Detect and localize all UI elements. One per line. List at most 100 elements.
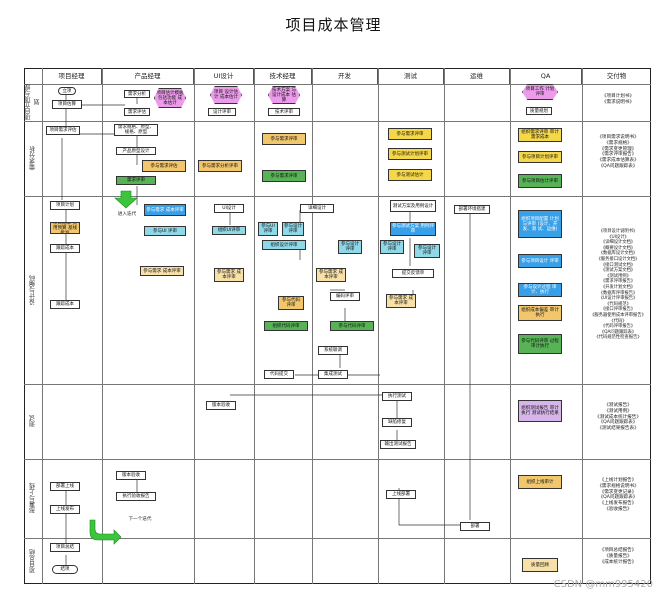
- project-plan-box[interactable]: 项目计划: [50, 201, 80, 210]
- test-plan-review[interactable]: 参与测试计划评审: [388, 148, 432, 160]
- pm-estimate-template[interactable]: 项目估计模板 包括功能 成本估计: [154, 88, 186, 108]
- ui-design-box[interactable]: UI设计: [214, 204, 244, 213]
- ui-join-req-review[interactable]: 参与需求分析评审: [198, 160, 242, 172]
- project-estimate-box[interactable]: 项目估算: [52, 100, 82, 109]
- qa-quality-review[interactable]: 质量回顾: [522, 558, 558, 572]
- rollout-box[interactable]: 部署: [460, 522, 490, 531]
- qa-design-audit[interactable]: 参与设计过程 审计、执行: [518, 283, 562, 297]
- req-spec-prototype[interactable]: 需求规格、原型、 规格、原型: [114, 124, 158, 136]
- lane-divider: [510, 68, 511, 584]
- integration-box[interactable]: 集成测试: [318, 370, 348, 379]
- ui-cost-review[interactable]: 参与需求 成本评审: [214, 268, 244, 282]
- test-check-box[interactable]: 版本验收: [206, 401, 236, 410]
- enter-iteration-label: 进入迭代: [117, 212, 137, 217]
- lane-divider: [312, 68, 313, 584]
- coding-review-box[interactable]: 编码评审: [330, 292, 360, 301]
- ui-estimate-box[interactable]: 项目 设计估计 成本估计: [210, 86, 242, 104]
- phase-divider: [24, 538, 651, 539]
- deploy-launch-box[interactable]: 部署上线: [50, 482, 80, 491]
- ops-env-box[interactable]: 部署环境搭建: [454, 205, 490, 214]
- dev-cost-review[interactable]: 参与需求 成本评审: [316, 268, 346, 282]
- tech-join-ui-review[interactable]: 参与UI 评审: [258, 222, 278, 236]
- qa-req-review[interactable]: 组织需求评审 审计需求成本: [518, 128, 562, 142]
- deliverables-planning: 《项目计划书》 《需求说明书》: [601, 94, 635, 105]
- watermark: CSDN @mm995420: [553, 579, 653, 590]
- code-submit-box[interactable]: 代码提交: [264, 370, 294, 379]
- qa-design-review[interactable]: 参与项目设计 评审: [518, 254, 562, 268]
- test-case-review[interactable]: 参与测试方案 用例评审: [390, 222, 436, 236]
- lane-divider: [194, 68, 195, 584]
- lane-divider: [378, 68, 379, 584]
- deploy-online-box[interactable]: 上线部署: [386, 490, 416, 499]
- prog-code-review[interactable]: 参与代码 评审: [278, 296, 304, 310]
- qa-config-plan[interactable]: 组织项目配置 计划与评审 (设计、开发、测 试、运维): [518, 210, 562, 238]
- col-header-qa: QA: [510, 68, 582, 84]
- next-iteration-label: 下一个迭代: [128, 517, 152, 522]
- project-summary-box[interactable]: 项目总结: [50, 543, 80, 552]
- qa-online-audit[interactable]: 组织上线审计: [518, 475, 562, 489]
- col-header-ops: 运维: [444, 68, 510, 84]
- qa-code-audit[interactable]: 参与代码评审 过程审计执行: [518, 334, 562, 354]
- qa-plan-join[interactable]: 参与项目计划评审: [518, 151, 562, 163]
- product-join-review-1[interactable]: 参与需求 成本评审: [144, 204, 186, 216]
- product-cost-review[interactable]: 参与需求 成本评审: [140, 266, 184, 276]
- test-cost-review[interactable]: 参与需求 成本评审: [386, 294, 416, 308]
- track-cost-box[interactable]: 跟踪成本: [50, 244, 80, 253]
- col-header-ui: UI设计: [194, 68, 254, 84]
- product-prototype[interactable]: 产品原型设计: [116, 147, 156, 155]
- test-design-box[interactable]: 测试方案及用例设计: [390, 200, 436, 212]
- tech-join-arch-review[interactable]: 参与设计 评审: [282, 222, 304, 236]
- qa-quality-plan[interactable]: 质量规划: [526, 107, 552, 115]
- lane-divider: [42, 68, 43, 584]
- detail-design-box[interactable]: 详细设计: [300, 204, 334, 213]
- product-join-estimate[interactable]: 参与需求评估: [142, 160, 186, 172]
- qa-test-audit[interactable]: 组织测试报告 审计执行 测试执行结果: [518, 400, 562, 422]
- end-node[interactable]: 结项: [52, 565, 78, 574]
- req-analysis-box[interactable]: 需求分析: [124, 90, 150, 98]
- test-feedback-box[interactable]: 提交反馈单: [392, 269, 434, 278]
- lane-divider: [102, 68, 103, 584]
- req-evaluation-box[interactable]: 需求评估: [124, 108, 150, 116]
- exec-test-box[interactable]: 执行测试: [382, 392, 412, 401]
- deliverables-testing: 《测试报告》 《测试用例》 《测试成本统计报告》 《QA问题跟踪表》 《测试结果…: [595, 403, 641, 432]
- cost-baseline-box[interactable]: 项目成本 费用预算 基线批准: [50, 222, 80, 234]
- phase-divider: [24, 384, 651, 385]
- dev-join-code-review[interactable]: 参与代码评审: [330, 321, 374, 331]
- bug-fix-box[interactable]: 缺陷修复: [382, 418, 412, 427]
- cost-track-box-2[interactable]: 跟踪成本: [50, 300, 80, 309]
- test-join-design-2[interactable]: 参与设计 评审: [414, 244, 440, 258]
- product-req-review[interactable]: 需求评审: [116, 176, 156, 185]
- test-estimate[interactable]: 参与测试估计: [388, 169, 432, 181]
- project-req-eval[interactable]: 项目需求评估: [46, 126, 80, 135]
- tech-req-review[interactable]: 参与需求评审: [262, 170, 306, 182]
- tech-estimate-box[interactable]: 技术方案 与设计成本 估算: [268, 86, 300, 104]
- col-header-product: 产品经理: [102, 68, 194, 84]
- qa-plan-review[interactable]: 项目工作 计划评审: [522, 84, 558, 100]
- ui-design-review-box[interactable]: 设计评审: [208, 108, 236, 116]
- tech-join-req-review[interactable]: 参与需求评审: [262, 133, 306, 145]
- tech-organize-review[interactable]: 组织设计评审: [262, 240, 306, 250]
- enter-iteration-arrow: [114, 190, 138, 209]
- test-report-box[interactable]: 输出测试报告: [380, 440, 416, 449]
- qa-cost-deviation[interactable]: 组织成本偏差 审计执行: [518, 305, 562, 321]
- online-release-box[interactable]: 上线发布: [50, 505, 80, 514]
- self-test-box[interactable]: 系统联调: [318, 346, 348, 355]
- ui-review-box[interactable]: 组织UI评审: [212, 226, 246, 235]
- swimlane-grid: [24, 68, 651, 584]
- test-join-design[interactable]: 参与设计 评审: [380, 240, 404, 254]
- version-check-box[interactable]: 版本验收: [116, 471, 146, 480]
- product-join-review-2[interactable]: 参与UI 评审: [144, 226, 186, 236]
- start-node[interactable]: 立项: [58, 87, 76, 95]
- test-join-req[interactable]: 参与需求评审: [388, 128, 432, 140]
- lane-divider: [444, 68, 445, 584]
- dev-organize-code-review[interactable]: 组织代码评审: [264, 321, 308, 331]
- deliverables-design: 《项目设计说明书》 《UI设计》 《详细设计文档》 《概要设计文档》 《数据库设…: [590, 229, 646, 341]
- lane-divider: [582, 68, 583, 584]
- tech-review-box[interactable]: 技术评审: [268, 108, 300, 116]
- qa-estimate-review[interactable]: 参与项目估计评审: [518, 174, 562, 188]
- exec-check-report[interactable]: 执行验收报告: [116, 492, 156, 501]
- dev-join-review[interactable]: 参与设计 评审: [338, 240, 362, 254]
- col-header-deliverables: 交付物: [606, 72, 627, 80]
- deliverables-summary: 《项目总结报告》 《质量报告》 《成本统计报告》: [599, 548, 637, 565]
